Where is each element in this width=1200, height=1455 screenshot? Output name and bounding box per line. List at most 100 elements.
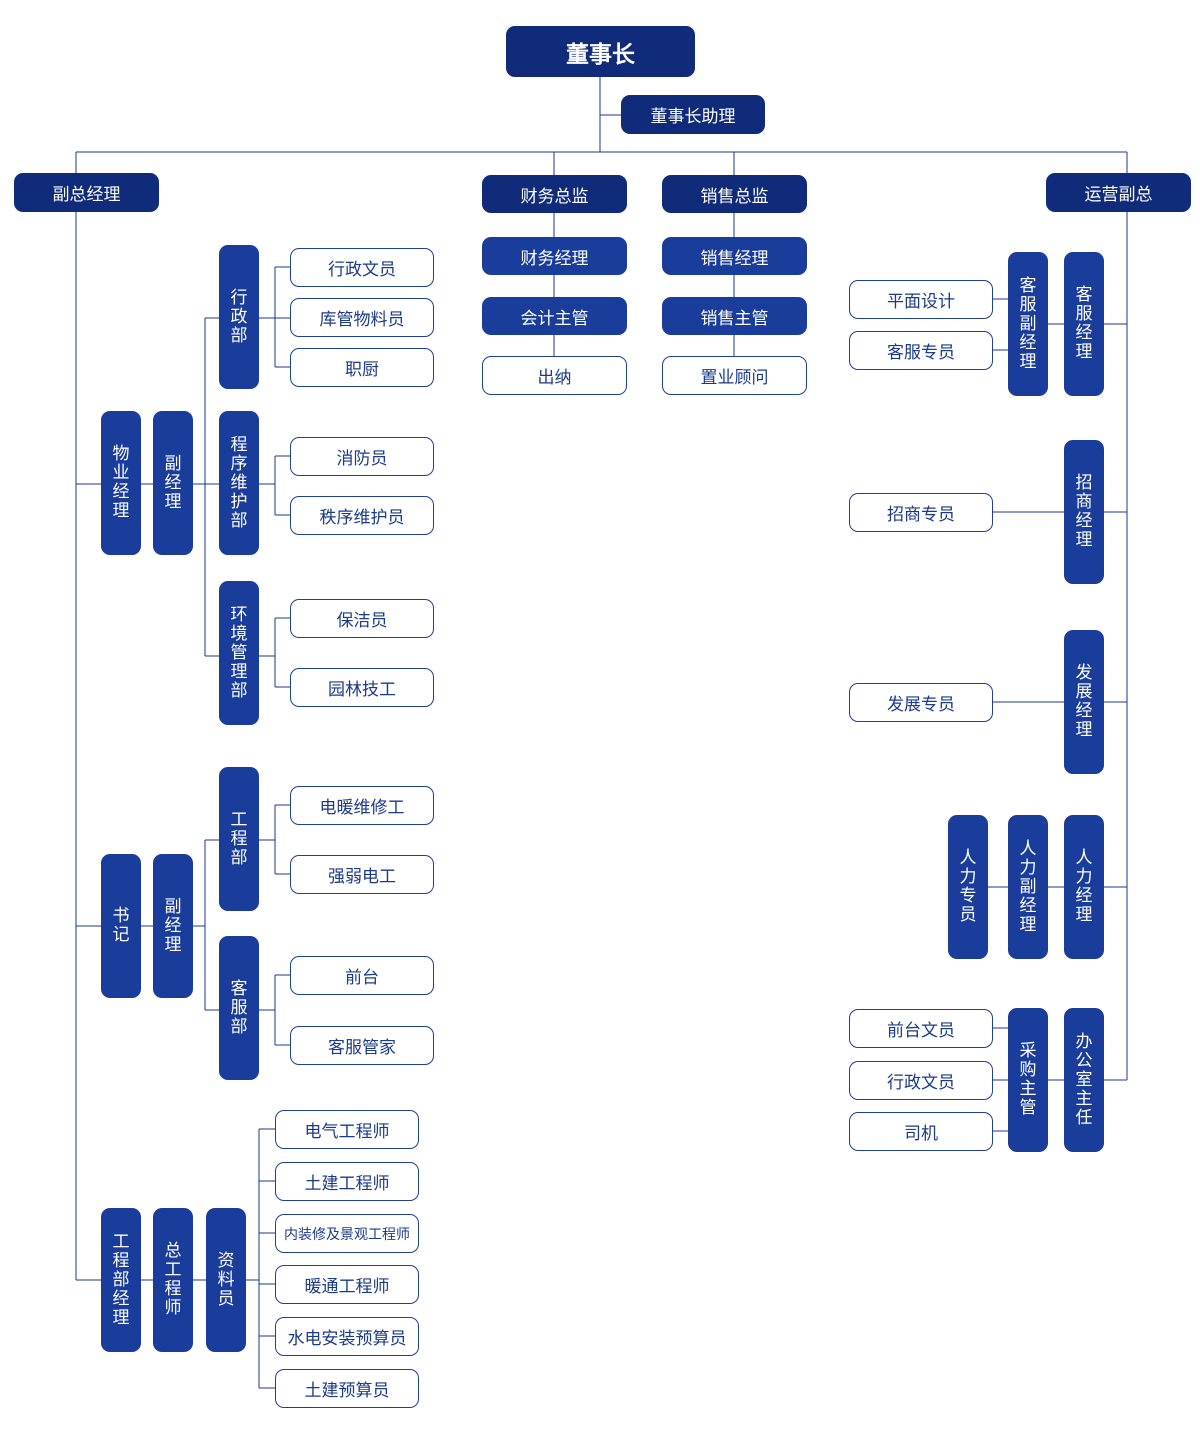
node-label: 副经理 bbox=[164, 453, 182, 512]
node-label: 副经理 bbox=[164, 896, 182, 955]
hvac-engineer-node: 暖通工程师 bbox=[275, 1265, 419, 1304]
eng-dept-node: 工程部 bbox=[219, 767, 259, 911]
node-label: 内装修及景观工程师 bbox=[284, 1226, 410, 1243]
operations-vp-node: 运营副总 bbox=[1046, 173, 1191, 212]
node-label: 总工程师 bbox=[164, 1241, 182, 1318]
node-label: 电气工程师 bbox=[304, 1122, 390, 1142]
node-label: 人力专员 bbox=[959, 848, 977, 925]
admin-clerk-2-node: 行政文员 bbox=[849, 1061, 993, 1100]
node-label: 招商专员 bbox=[887, 505, 955, 525]
gardener-node: 园林技工 bbox=[290, 668, 434, 707]
node-label: 客服部 bbox=[230, 978, 248, 1037]
node-label: 董事长 bbox=[566, 41, 635, 68]
heating-repair-node: 电暖维修工 bbox=[290, 786, 434, 825]
node-label: 销售主管 bbox=[700, 308, 769, 329]
node-label: 行政文员 bbox=[328, 260, 396, 280]
electrical-engineer-node: 电气工程师 bbox=[275, 1110, 419, 1149]
eng-dept-manager-node: 工程部经理 bbox=[101, 1208, 141, 1352]
node-label: 副总经理 bbox=[52, 185, 121, 205]
leasing-manager-node: 招商经理 bbox=[1064, 440, 1104, 584]
node-label: 书记 bbox=[112, 906, 130, 945]
leasing-specialist-node: 招商专员 bbox=[849, 493, 993, 532]
dev-manager-node: 发展经理 bbox=[1064, 630, 1104, 774]
node-label: 秩序维护员 bbox=[319, 508, 405, 528]
warehouse-clerk-node: 库管物料员 bbox=[290, 298, 434, 337]
node-label: 水电安装预算员 bbox=[287, 1329, 407, 1349]
node-label: 保洁员 bbox=[336, 611, 388, 631]
node-label: 库管物料员 bbox=[319, 310, 405, 330]
reception-clerk-node: 前台文员 bbox=[849, 1009, 993, 1048]
chairman-node: 董事长 bbox=[506, 26, 695, 77]
node-label: 土建预算员 bbox=[304, 1381, 390, 1401]
office-director-node: 办公室主任 bbox=[1064, 1008, 1104, 1152]
sales-manager-node: 销售经理 bbox=[662, 237, 807, 275]
node-label: 司机 bbox=[904, 1124, 938, 1144]
cs-butler-node: 客服管家 bbox=[290, 1026, 434, 1065]
secretary-node: 书记 bbox=[101, 854, 141, 998]
finance-manager-node: 财务经理 bbox=[482, 237, 627, 275]
deputy-manager-2-node: 副经理 bbox=[153, 854, 193, 998]
node-label: 发展专员 bbox=[887, 695, 955, 715]
cs-dept-node: 客服部 bbox=[219, 936, 259, 1080]
node-label: 销售总监 bbox=[700, 186, 769, 207]
admin-dept-node: 行政部 bbox=[219, 245, 259, 389]
node-label: 环境管理部 bbox=[230, 604, 248, 701]
node-label: 物业经理 bbox=[112, 444, 130, 521]
node-label: 董事长助理 bbox=[650, 107, 736, 127]
node-label: 行政文员 bbox=[887, 1073, 955, 1093]
cleaner-node: 保洁员 bbox=[290, 599, 434, 638]
order-dept-node: 程序维护部 bbox=[219, 411, 259, 555]
node-label: 采购主管 bbox=[1019, 1041, 1037, 1118]
node-label: 职厨 bbox=[345, 360, 379, 380]
node-label: 客服管家 bbox=[328, 1038, 396, 1058]
node-label: 前台文员 bbox=[887, 1021, 955, 1041]
env-dept-node: 环境管理部 bbox=[219, 581, 259, 725]
node-label: 园林技工 bbox=[328, 680, 396, 700]
chief-engineer-node: 总工程师 bbox=[153, 1208, 193, 1352]
finance-director-node: 财务总监 bbox=[482, 175, 627, 213]
node-label: 强弱电工 bbox=[328, 867, 396, 887]
dev-specialist-node: 发展专员 bbox=[849, 683, 993, 722]
driver-node: 司机 bbox=[849, 1112, 993, 1151]
node-label: 平面设计 bbox=[887, 292, 955, 312]
sales-director-node: 销售总监 bbox=[662, 175, 807, 213]
node-label: 客服副经理 bbox=[1019, 275, 1037, 372]
node-label: 会计主管 bbox=[520, 308, 589, 329]
node-label: 销售经理 bbox=[700, 248, 769, 269]
node-label: 工程部经理 bbox=[112, 1231, 130, 1328]
plumbing-estimator-node: 水电安装预算员 bbox=[275, 1317, 419, 1356]
node-label: 招商经理 bbox=[1075, 473, 1093, 550]
node-label: 财务经理 bbox=[520, 248, 589, 269]
order-keeper-node: 秩序维护员 bbox=[290, 496, 434, 535]
node-label: 出纳 bbox=[537, 368, 572, 388]
node-label: 工程部 bbox=[230, 809, 248, 868]
hr-manager-node: 人力经理 bbox=[1064, 815, 1104, 959]
firefighter-node: 消防员 bbox=[290, 437, 434, 476]
node-label: 行政部 bbox=[230, 287, 248, 346]
accounting-supervisor-node: 会计主管 bbox=[482, 297, 627, 335]
node-label: 土建工程师 bbox=[304, 1174, 390, 1194]
civil-estimator-node: 土建预算员 bbox=[275, 1369, 419, 1408]
node-label: 运营副总 bbox=[1084, 185, 1153, 205]
data-clerk-node: 资料员 bbox=[206, 1208, 246, 1352]
node-label: 电暖维修工 bbox=[319, 798, 405, 818]
electrician-node: 强弱电工 bbox=[290, 855, 434, 894]
node-label: 客服专员 bbox=[887, 343, 955, 363]
node-label: 消防员 bbox=[336, 449, 388, 469]
purchasing-supervisor-node: 采购主管 bbox=[1008, 1008, 1048, 1152]
cs-specialist-node: 客服专员 bbox=[849, 331, 993, 370]
node-label: 客服经理 bbox=[1075, 285, 1093, 362]
node-label: 财务总监 bbox=[520, 186, 589, 207]
civil-engineer-node: 土建工程师 bbox=[275, 1162, 419, 1201]
node-label: 程序维护部 bbox=[230, 434, 248, 531]
hr-specialist-node: 人力专员 bbox=[948, 815, 988, 959]
kitchen-node: 职厨 bbox=[290, 348, 434, 387]
admin-clerk-node: 行政文员 bbox=[290, 248, 434, 287]
property-consultant-node: 置业顾问 bbox=[662, 356, 807, 395]
node-label: 前台 bbox=[345, 968, 379, 988]
node-label: 暖通工程师 bbox=[304, 1277, 390, 1297]
graphic-design-node: 平面设计 bbox=[849, 280, 993, 319]
deputy-gm-node: 副总经理 bbox=[14, 173, 159, 212]
deputy-manager-node: 副经理 bbox=[153, 411, 193, 555]
